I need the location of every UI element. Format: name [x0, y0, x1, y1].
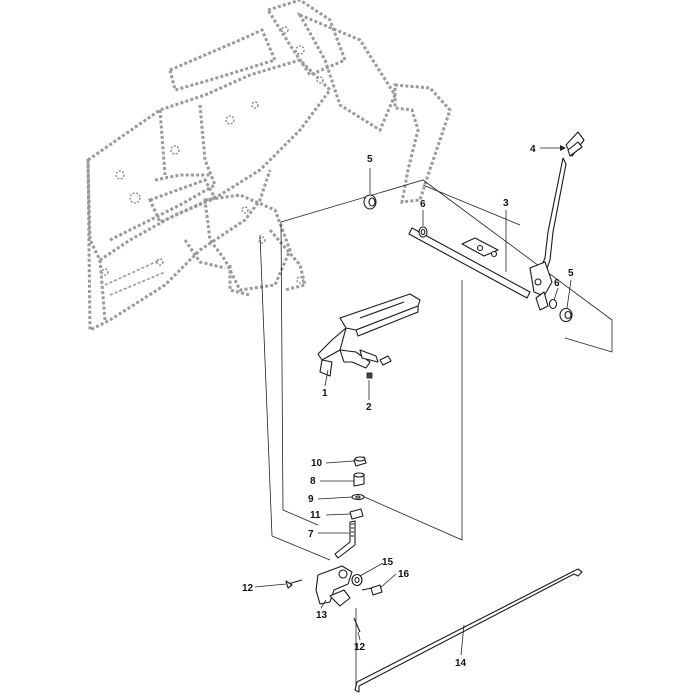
callout-9: 9	[308, 494, 314, 505]
callout-14: 14	[455, 658, 467, 669]
cotter-pins-12	[285, 579, 361, 633]
callout-12-left: 12	[242, 583, 254, 594]
callout-6-right: 6	[554, 278, 560, 289]
rod-7	[334, 520, 356, 559]
washer-15	[351, 573, 363, 587]
lift-shaft	[408, 227, 531, 299]
spacer-8	[353, 472, 365, 487]
leader-lines	[254, 145, 572, 656]
nut-10	[353, 456, 367, 467]
callout-10: 10	[311, 458, 323, 469]
bolt-16	[361, 584, 383, 596]
bell-crank	[315, 565, 353, 607]
washer-top	[418, 226, 428, 238]
callout-1: 1	[322, 388, 328, 399]
callout-16: 16	[398, 569, 410, 580]
reference-lines	[259, 179, 613, 688]
callout-13: 13	[316, 610, 328, 621]
callout-8: 8	[310, 476, 316, 487]
pedal-bracket	[317, 293, 421, 377]
callout-5-top: 5	[367, 154, 373, 165]
callout-15: 15	[382, 557, 394, 568]
long-rod	[354, 568, 583, 693]
bushing-right	[559, 307, 573, 323]
callout-7: 7	[308, 529, 314, 540]
callout-12-bottom: 12	[354, 642, 366, 653]
callout-2: 2	[366, 402, 372, 413]
callout-3: 3	[503, 198, 509, 209]
callouts: 5 6 3 4 5 6 1 2 10 8 9 11 7 15 16 12 13 …	[242, 144, 574, 669]
pedal-bolts	[366, 355, 392, 379]
bushing-top	[363, 194, 377, 210]
lift-lever	[529, 131, 585, 311]
washer-9	[351, 493, 365, 501]
callout-11: 11	[310, 510, 321, 521]
tractor-frame	[86, 0, 452, 333]
washer-right	[548, 298, 558, 310]
callout-6-top: 6	[420, 199, 426, 210]
callout-5-right: 5	[568, 268, 574, 279]
callout-4: 4	[530, 144, 536, 155]
nut-11	[349, 508, 364, 520]
